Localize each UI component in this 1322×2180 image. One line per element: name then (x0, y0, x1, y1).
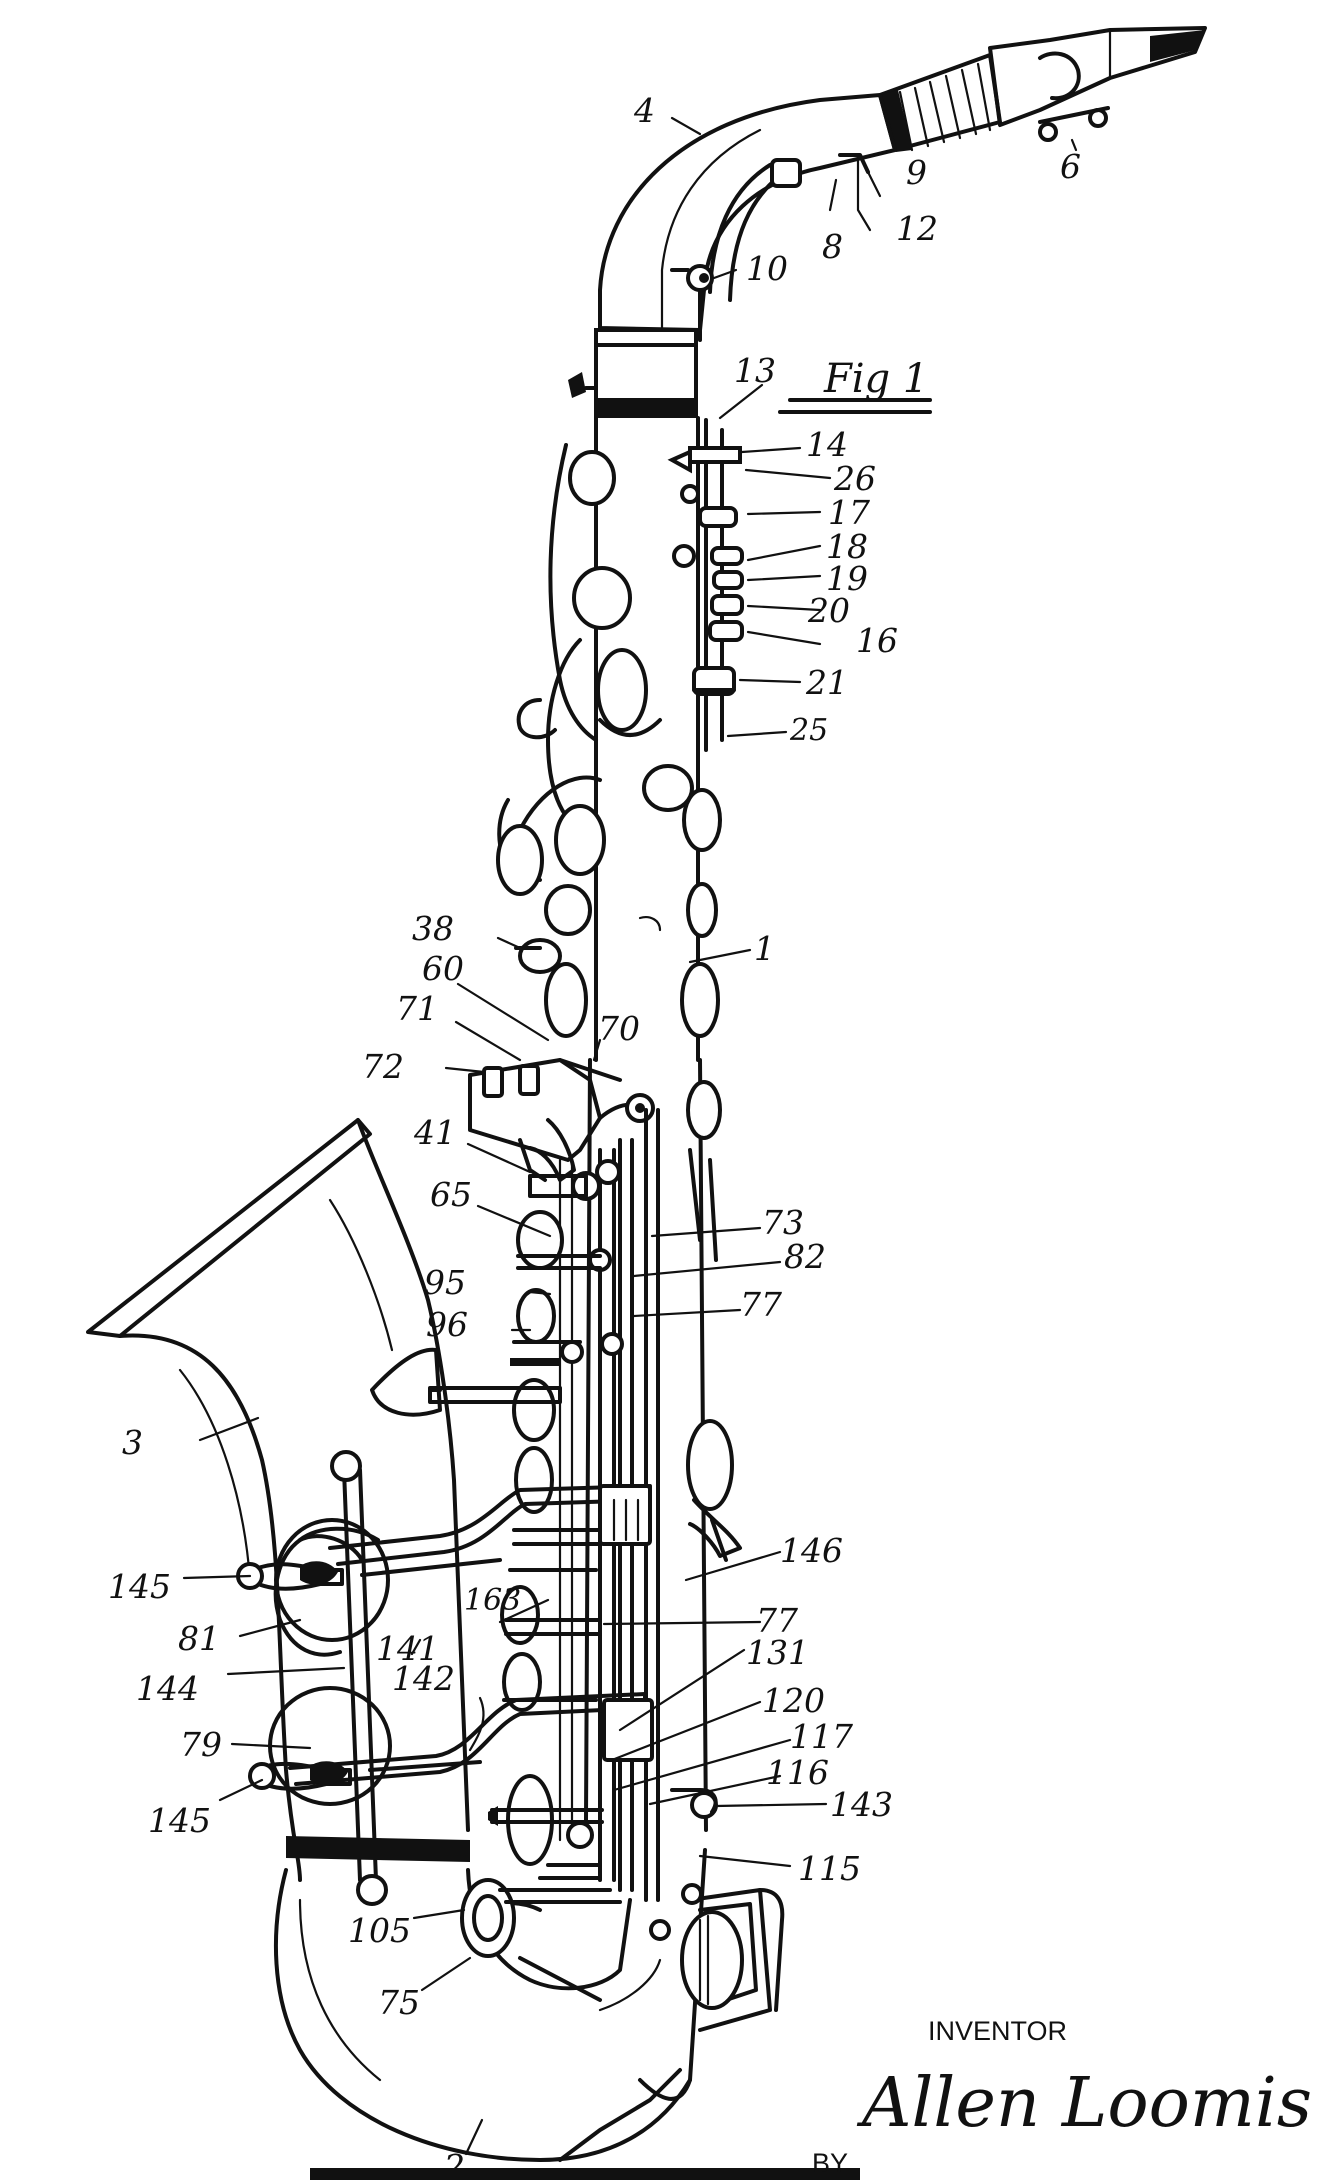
ref-1: 1 (754, 929, 775, 968)
ref-115: 115 (798, 1849, 861, 1888)
ref-60: 60 (422, 949, 464, 988)
ref-9: 9 (906, 153, 927, 192)
bow-and-bottom-bend (273, 1836, 707, 2162)
signature-block: INVENTOR BY Allen Loomis (310, 2016, 1312, 2180)
ref-105: 105 (348, 1911, 411, 1950)
reference-numerals: 4 6 9 12 8 10 13 14 26 17 18 19 20 16 21… (108, 91, 1081, 2180)
ref-143: 143 (830, 1785, 893, 1824)
ref-120: 120 (762, 1681, 825, 1720)
ref-3: 3 (122, 1423, 143, 1462)
ref-70: 70 (598, 1009, 640, 1048)
ref-117: 117 (790, 1717, 853, 1756)
figure-number: Fig 1 (823, 356, 928, 402)
ref-65: 65 (430, 1175, 472, 1214)
by-label: BY (812, 2148, 848, 2178)
ref-141: 141 (376, 1629, 439, 1668)
leader-lines (182, 116, 1078, 2156)
right-side-keys (642, 764, 742, 1562)
ref-6: 6 (1060, 147, 1081, 186)
ref-21: 21 (805, 663, 848, 702)
ref-16: 16 (856, 621, 898, 660)
ref-95: 95 (424, 1263, 466, 1302)
ref-75: 75 (378, 1983, 420, 2022)
ref-73: 73 (762, 1203, 804, 1242)
ref-142: 142 (392, 1659, 455, 1698)
lower-stack-keys (488, 1174, 604, 1880)
ref-71: 71 (396, 989, 438, 1028)
ref-41: 41 (413, 1113, 456, 1152)
ref-10: 10 (746, 249, 788, 288)
left-body-tone-holes (514, 884, 592, 1038)
low-key-guard (649, 1788, 785, 2032)
ref-77b: 77 (756, 1601, 798, 1640)
ref-77a: 77 (740, 1285, 782, 1324)
neck-crook (598, 93, 897, 332)
inventor-label: INVENTOR (928, 2016, 1067, 2046)
ref-25: 25 (789, 713, 828, 748)
ref-13: 13 (734, 351, 776, 390)
ref-17: 17 (828, 493, 870, 532)
neck-cork-rings (878, 53, 1002, 152)
neck-receiver (568, 328, 698, 418)
bell-key-linkage (288, 1386, 654, 1786)
saxophone-illustration (86, 26, 1207, 2162)
ref-145b: 145 (148, 1801, 211, 1840)
ref-8: 8 (822, 227, 843, 266)
ref-20: 20 (807, 591, 850, 630)
mouthpiece (988, 26, 1207, 142)
ref-38: 38 (412, 909, 454, 948)
ref-4: 4 (633, 91, 655, 130)
ref-81: 81 (178, 1619, 220, 1658)
octave-key (670, 264, 714, 342)
ref-96: 96 (426, 1305, 468, 1344)
ref-145a: 145 (108, 1567, 171, 1606)
ref-19: 19 (826, 559, 868, 598)
ref-82: 82 (784, 1237, 826, 1276)
ref-12: 12 (896, 209, 938, 248)
thumb-rest-mechanism (468, 1058, 655, 1182)
ref-131: 131 (746, 1633, 809, 1672)
ref-144: 144 (136, 1669, 199, 1708)
ref-18: 18 (826, 527, 868, 566)
inventor-signature: Allen Loomis (856, 2064, 1312, 2143)
upper-side-key-rod (667, 418, 744, 752)
upper-stack-keys (496, 443, 662, 896)
bell-flare (86, 1118, 470, 1882)
ref-14: 14 (806, 425, 848, 464)
ref-163: 163 (464, 1583, 521, 1618)
ref-116: 116 (766, 1753, 829, 1792)
ref-72: 72 (362, 1047, 404, 1086)
ref-146: 146 (780, 1531, 843, 1570)
figure-label: Fig 1 (778, 356, 932, 414)
ref-79: 79 (180, 1725, 222, 1764)
ref-26: 26 (833, 459, 876, 498)
